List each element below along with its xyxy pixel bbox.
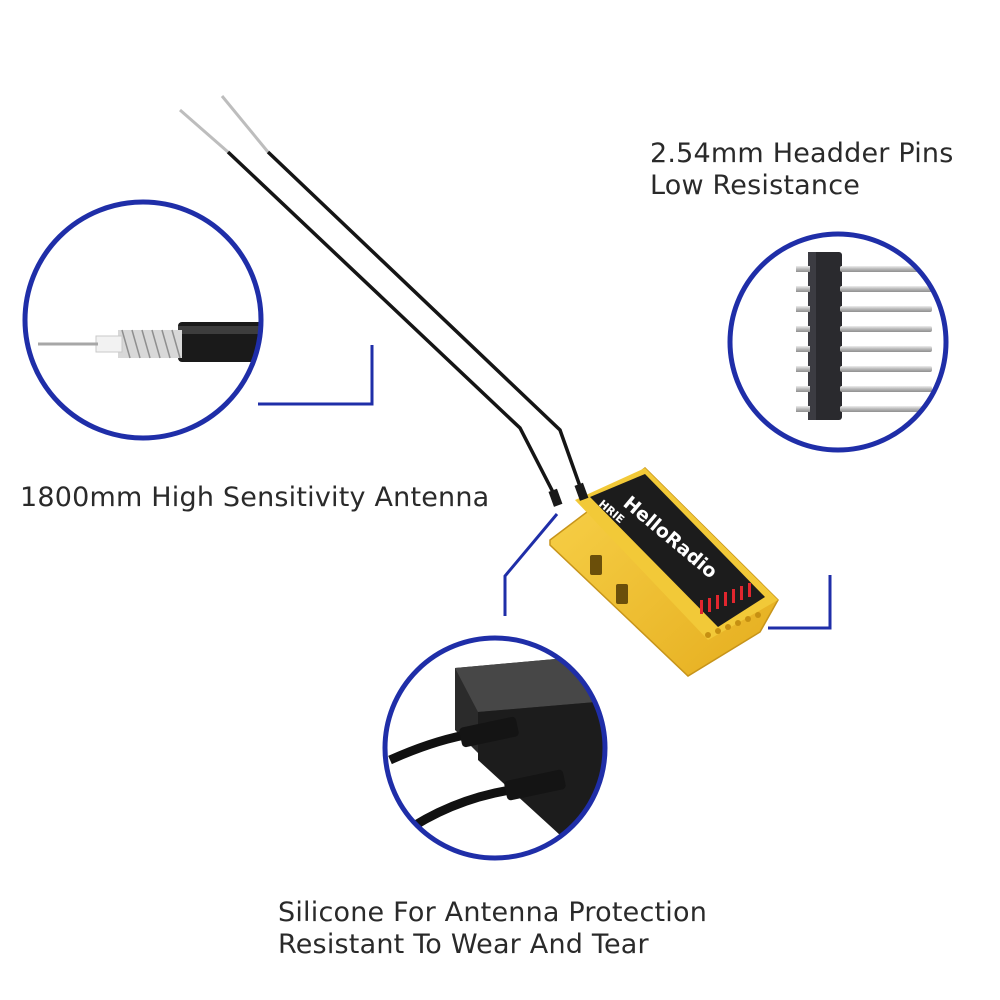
caption-silicone: Silicone For Antenna Protection Resistan… bbox=[278, 897, 707, 961]
header-pins-detail-circle bbox=[727, 231, 949, 453]
antenna-boot-left bbox=[548, 488, 563, 507]
caption-header-pins-line2: Low Resistance bbox=[650, 170, 861, 201]
caption-silicone-line1: Silicone For Antenna Protection bbox=[278, 897, 708, 928]
caption-antenna-line1: 1800mm High Sensitivity Antenna bbox=[20, 482, 490, 513]
caption-silicone-line2: Resistant To Wear And Tear bbox=[278, 929, 649, 960]
device-red-indicators bbox=[700, 583, 751, 614]
antenna-wire-left bbox=[226, 150, 558, 499]
caption-header-pins: 2.54mm Headder Pins Low Resistance bbox=[650, 138, 954, 202]
device-pin-row bbox=[705, 612, 761, 638]
silicone-detail-circle bbox=[382, 635, 608, 861]
antenna-wire-right bbox=[266, 150, 584, 493]
antenna-detail-circle bbox=[22, 199, 264, 441]
callout-lines bbox=[258, 345, 832, 630]
receiver-device: HRIE HelloRadio bbox=[548, 467, 779, 677]
caption-antenna: 1800mm High Sensitivity Antenna bbox=[20, 482, 489, 514]
antenna-tip-left bbox=[179, 108, 229, 154]
device-side-ports bbox=[590, 555, 628, 604]
antenna-boot-right bbox=[574, 482, 589, 501]
callout-line-antenna bbox=[258, 345, 374, 406]
device-label-plate bbox=[590, 474, 765, 627]
antenna-wires bbox=[179, 95, 584, 499]
callout-line-pins bbox=[768, 575, 832, 630]
caption-header-pins-line1: 2.54mm Headder Pins bbox=[650, 138, 954, 169]
antenna-tip-right bbox=[220, 95, 270, 153]
callout-line-silicone bbox=[503, 513, 559, 616]
